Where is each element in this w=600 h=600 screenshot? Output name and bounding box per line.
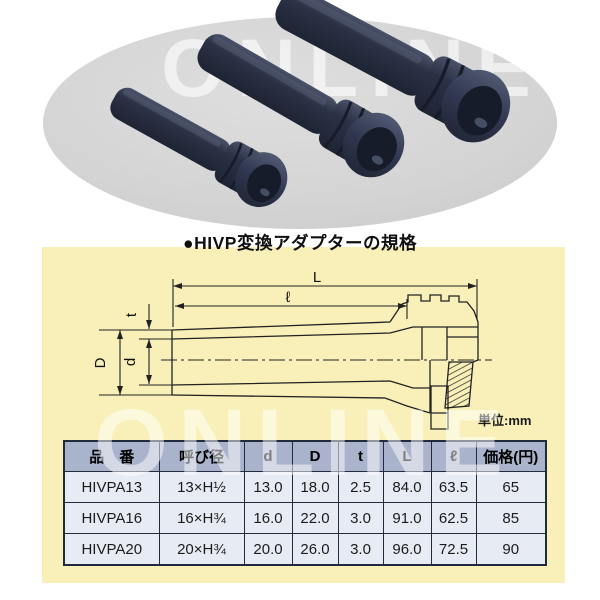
cell-ell: 63.5 [430,471,477,503]
cell-d: 20.0 [243,533,293,566]
cell-t: 2.5 [337,471,384,503]
header-d: d [243,440,293,472]
cell-ell: 62.5 [430,502,477,534]
header-nominal-dia: 呼び径 [158,440,245,472]
label-L: L [313,269,321,286]
cell-price: 90 [475,533,547,566]
table-row: HIVPA16 16×H¾ 16.0 22.0 3.0 91.0 62.5 85 [63,502,547,534]
cell-L: 96.0 [382,533,432,566]
table-header-row: 品 番 呼び径 d D t L ℓ 価格(円) [63,440,547,472]
cell-nominal-dia: 16×H¾ [158,502,245,534]
label-d: d [122,358,139,366]
cell-D: 26.0 [291,533,339,566]
header-ell: ℓ [430,440,477,472]
header-part-no: 品 番 [63,440,160,472]
cell-D: 22.0 [291,502,339,534]
label-D: D [92,357,109,368]
cell-part-no: HIVPA16 [63,502,160,534]
cell-price: 65 [475,471,547,503]
product-photo: ONLINE [43,0,557,229]
cell-L: 91.0 [382,502,432,534]
table-row: HIVPA20 20×H¾ 20.0 26.0 3.0 96.0 72.5 90 [63,533,547,566]
spec-table: 品 番 呼び径 d D t L ℓ 価格(円) HIVPA13 13×H½ 13… [63,440,547,566]
header-price: 価格(円) [475,440,547,472]
cell-part-no: HIVPA20 [63,533,160,566]
dimension-labels: L ℓ t D d [92,269,321,368]
cell-nominal-dia: 20×H¾ [158,533,245,566]
header-D: D [291,440,339,472]
label-t: t [123,312,140,317]
header-t: t [337,440,384,472]
cell-L: 84.0 [382,471,432,503]
cell-ell: 72.5 [430,533,477,566]
dimension-arrows [117,283,477,395]
cell-price: 85 [475,502,547,534]
cell-t: 3.0 [337,502,384,534]
cell-part-no: HIVPA13 [63,471,160,503]
section-title: ●HIVP変換アダプターの規格 [183,233,417,253]
dimension-diagram: L ℓ t D d [92,269,492,430]
label-ell: ℓ [286,289,291,306]
cell-D: 18.0 [291,471,339,503]
unit-note: 単位:mm [478,413,532,428]
cell-t: 3.0 [337,533,384,566]
table-row: HIVPA13 13×H½ 13.0 18.0 2.5 84.0 63.5 65 [63,471,547,503]
adapter-outline [171,294,479,430]
cell-d: 13.0 [243,471,293,503]
dimension-lines [99,279,478,396]
cell-nominal-dia: 13×H½ [158,471,245,503]
cell-d: 16.0 [243,502,293,534]
header-L: L [382,440,432,472]
